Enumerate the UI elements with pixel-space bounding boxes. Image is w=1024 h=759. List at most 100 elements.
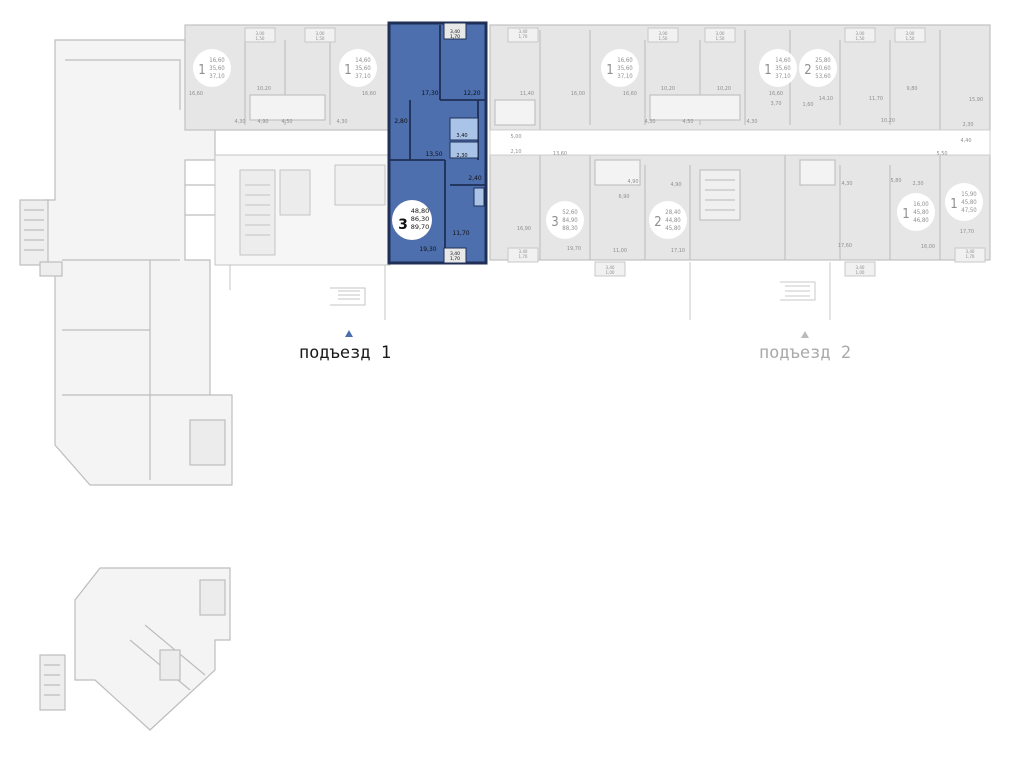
selected-area-full: 89,70 (411, 223, 430, 231)
selected-apartment[interactable] (387, 21, 488, 265)
selected-room-area: 2,80 (394, 118, 408, 125)
balcony-area-label: 1,50 (905, 36, 914, 42)
apartment-circle[interactable] (897, 193, 935, 231)
room-area-label: 2,30 (912, 181, 923, 187)
entrance-1-marker[interactable]: подъезд 1 (299, 330, 391, 363)
apartment-room-count: 2 (804, 63, 811, 78)
room-area-label: 19,70 (567, 246, 581, 252)
balcony-area-label: 3,00 (905, 31, 914, 37)
apartment-circle[interactable] (193, 49, 231, 87)
room-area-label: 5,80 (890, 178, 901, 184)
apartment-room-count: 1 (950, 197, 957, 212)
balcony-area-label: 1,70 (518, 254, 527, 260)
apartment-circle[interactable] (339, 49, 377, 87)
balcony-area-label: 3,40 (965, 249, 974, 255)
entrance-2-marker[interactable]: подъезд 2 (759, 331, 851, 363)
apartment-area-full: 53,60 (815, 73, 831, 80)
room-area-label: 4,30 (746, 119, 757, 125)
apartment-area-full: 37,10 (209, 73, 225, 80)
apartment-area-living: 16,00 (913, 201, 929, 208)
apartment-area-living: 28,40 (665, 209, 681, 216)
room-area-label: 4,40 (960, 138, 971, 144)
room-area-label: 11,00 (613, 248, 627, 254)
balcony-area-label: 1,00 (855, 270, 864, 276)
balcony-bottom (443, 247, 467, 264)
apartment-area-living: 15,90 (961, 191, 977, 198)
selected-room-area: 19,30 (419, 246, 436, 253)
apartment-circle[interactable] (546, 201, 584, 239)
balcony-area-label: 3,40 (605, 265, 614, 271)
room-area-label: 2,30 (962, 122, 973, 128)
selected-room-count: 3 (398, 217, 408, 233)
room-area-label: 10,20 (881, 118, 895, 124)
room-area-label: 3,70 (770, 101, 781, 107)
balcony-area-label: 3,40 (518, 29, 527, 35)
apartment-area-total: 35,60 (775, 65, 791, 72)
room-area-label: 15,90 (969, 97, 983, 103)
apartment-room-count: 3 (551, 215, 558, 230)
entrance-2-label[interactable]: подъезд 2 (759, 343, 851, 363)
room-area-label: 4,50 (281, 119, 292, 125)
apartment-circle[interactable] (759, 49, 797, 87)
apartment-area-full: 45,80 (665, 225, 681, 232)
balcony-area-label: 1,50 (715, 36, 724, 42)
room-area-label: 17,10 (671, 248, 685, 254)
room-area-label: 16,60 (623, 91, 637, 97)
apartment-area-total: 35,60 (355, 65, 371, 72)
apartment-circle[interactable] (649, 201, 687, 239)
apartment-area-living: 52,60 (562, 209, 578, 216)
room-area-labels: 16,60 10,20 16,60 4,30 4,90 4,50 4,30 11,40 16,0… (189, 86, 983, 254)
apartment-area-total: 45,80 (961, 199, 977, 206)
balcony-area-label: 1,50 (315, 36, 324, 42)
apartment-circle[interactable] (799, 49, 837, 87)
room-area-label: 14,10 (819, 96, 833, 102)
room-area-label: 10,20 (257, 86, 271, 92)
apartment-area-total: 35,60 (617, 65, 633, 72)
room-area-label: 4,30 (644, 119, 655, 125)
selected-balcony-area: 1,70 (450, 34, 460, 40)
balcony-labels: 3,001,503,001,503,401,703,001,503,001,50… (255, 29, 974, 276)
apartment-area-full: 88,30 (562, 225, 578, 232)
room-area-label: 1,60 (802, 102, 813, 108)
balcony-top (443, 22, 467, 40)
room-area-label: 16,60 (362, 91, 376, 97)
apartment-area-total: 84,90 (562, 217, 578, 224)
balcony-area-label: 1,50 (255, 36, 264, 42)
apartment-circle[interactable] (601, 49, 639, 87)
room-area-label: 6,90 (618, 194, 629, 200)
selected-room-area: 11,70 (452, 230, 469, 237)
apartment-circle[interactable] (945, 183, 983, 221)
room-area-label: 4,90 (670, 182, 681, 188)
room-area-label: 4,90 (627, 179, 638, 185)
room-area-label: 16,00 (571, 91, 585, 97)
room-area-label: 11,70 (869, 96, 883, 102)
apartment-room-count: 1 (344, 63, 351, 78)
apartment-area-full: 37,10 (617, 73, 633, 80)
apartment-area-full: 47,50 (961, 207, 977, 214)
room-area-label: 13,60 (553, 151, 567, 157)
room-area-label: 17,60 (838, 243, 852, 249)
room-area-label: 4,90 (257, 119, 268, 125)
balconies-grey (244, 27, 986, 277)
annex-building (39, 567, 231, 731)
room-area-label: 10,20 (717, 86, 731, 92)
entrance-1-label[interactable]: подъезд 1 (299, 343, 391, 363)
room-area-label: 5,50 (936, 151, 947, 157)
balcony-area-label: 3,00 (715, 31, 724, 37)
apartment-area-living: 14,60 (355, 57, 371, 64)
room-area-label: 16,00 (921, 244, 935, 250)
apartment-area-living: 25,80 (815, 57, 831, 64)
balcony-area-label: 3,40 (855, 265, 864, 271)
apartment-room-count: 1 (902, 207, 909, 222)
room-area-label: 11,40 (520, 91, 534, 97)
balcony-area-label: 3,00 (855, 31, 864, 37)
selected-balcony-area: 1,70 (450, 256, 460, 262)
selected-balcony-area: 3,40 (450, 251, 460, 257)
apartment-area-full: 46,80 (913, 217, 929, 224)
balcony-area-label: 1,00 (605, 270, 614, 276)
entrance-1-arrow-icon (345, 330, 353, 337)
wet-zone (449, 117, 485, 207)
selected-room-area: 13,50 (425, 151, 442, 158)
selected-room-area: 3,40 (456, 133, 467, 139)
